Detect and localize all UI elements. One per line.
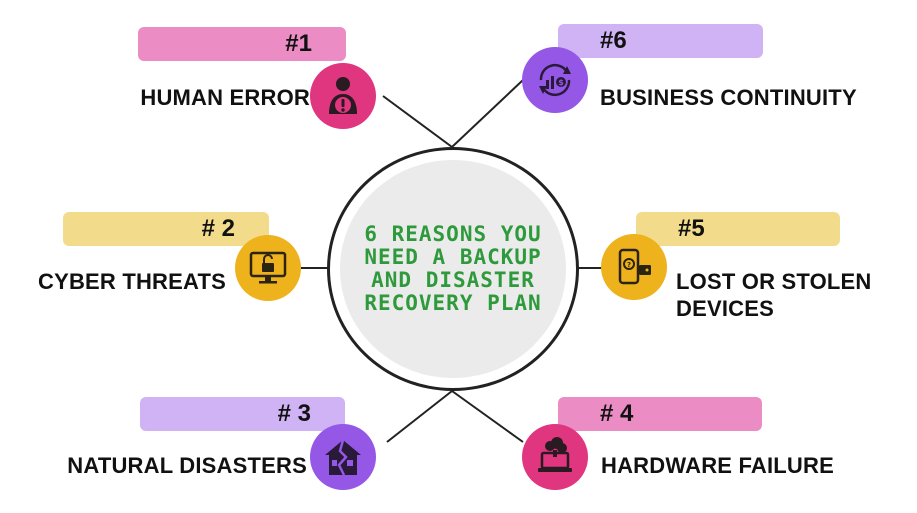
reason-6-label: BUSINESS CONTINUITY	[600, 85, 857, 110]
reason-6-pill: #6	[558, 24, 763, 58]
reason-4-number: # 4	[600, 400, 634, 427]
laptop-smoke-icon	[538, 437, 572, 472]
reason-2-badge	[235, 235, 301, 301]
reason-5-number: #5	[678, 215, 705, 242]
connector-line-4	[451, 390, 524, 443]
phone-wallet-icon: ?	[618, 248, 651, 285]
reason-3-label: NATURAL DISASTERS	[67, 453, 307, 478]
connector-line-3	[386, 390, 453, 443]
reason-6-number: #6	[600, 27, 627, 54]
reason-1-number: #1	[285, 30, 312, 57]
connector-line-1	[382, 95, 453, 148]
reason-2-label: CYBER THREATS	[38, 269, 226, 294]
svg-text:$: $	[558, 78, 564, 87]
reason-2-pill: # 2	[63, 212, 269, 246]
reason-5-label: LOST OR STOLEN DEVICES	[676, 269, 872, 321]
reason-5-badge: ?	[601, 234, 667, 300]
person-alert-icon	[329, 77, 357, 114]
monitor-lock-icon	[249, 251, 287, 284]
reason-1-badge	[310, 63, 376, 129]
diagram-title: 6 REASONS YOU NEED A BACKUP AND DISASTER…	[364, 222, 542, 315]
reason-4-badge	[522, 424, 588, 490]
reason-6-badge: $	[522, 47, 588, 113]
cracked-house-icon	[325, 439, 361, 476]
reason-4-pill: # 4	[558, 397, 762, 431]
reason-3-pill: # 3	[140, 397, 345, 431]
reason-5-pill: #5	[636, 212, 840, 246]
center-circle: 6 REASONS YOU NEED A BACKUP AND DISASTER…	[327, 147, 579, 391]
center-circle-inner: 6 REASONS YOU NEED A BACKUP AND DISASTER…	[344, 164, 562, 374]
reason-2-number: # 2	[201, 215, 235, 242]
reason-1-pill: #1	[138, 27, 346, 61]
reason-4-label: HARDWARE FAILURE	[601, 453, 834, 478]
connector-line-6	[451, 79, 524, 148]
reason-3-number: # 3	[277, 400, 311, 427]
reason-1-label: HUMAN ERROR	[140, 85, 310, 110]
reason-3-badge	[310, 424, 376, 490]
dollar-cycle-icon: $	[539, 63, 571, 97]
svg-text:?: ?	[627, 261, 631, 269]
